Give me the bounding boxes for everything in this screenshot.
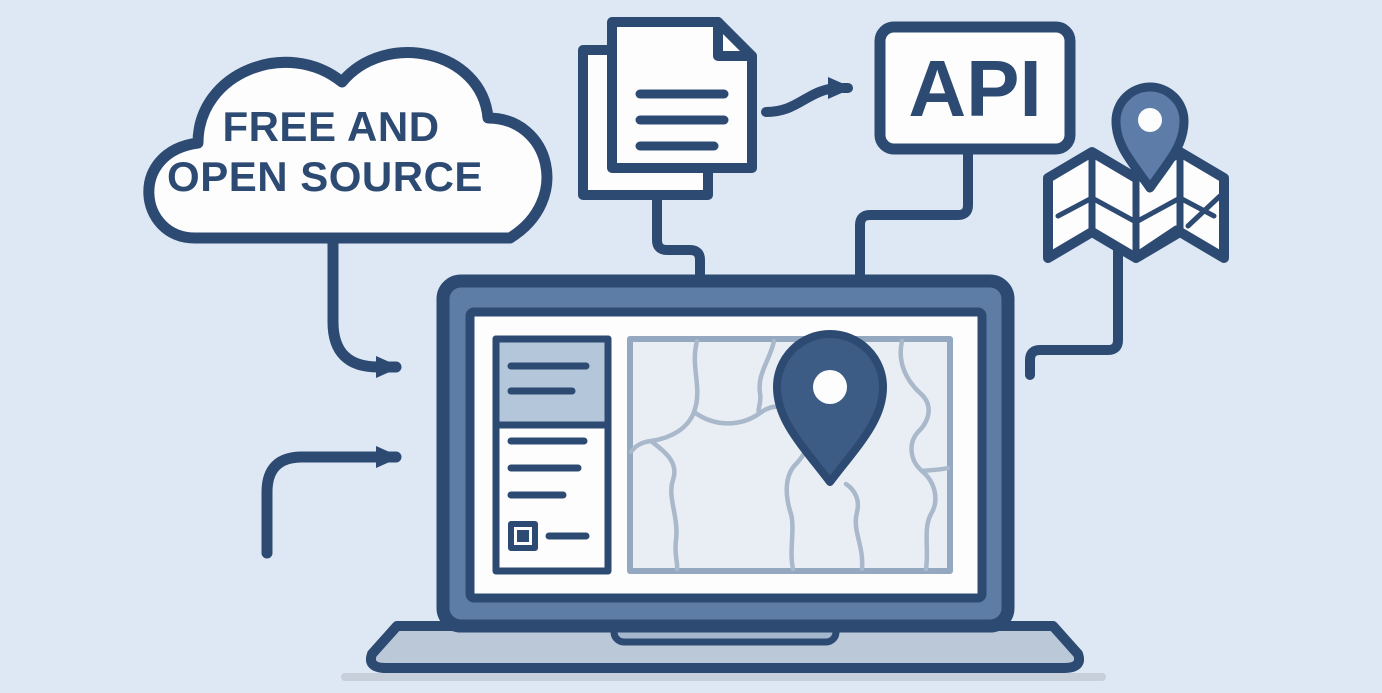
connector-api-to-laptop	[855, 140, 973, 295]
cloud-icon: FREE AND OPEN SOURCE	[143, 47, 553, 244]
api-box-frame	[874, 21, 1076, 155]
map-view	[627, 330, 953, 574]
arrow-documents-to-api	[761, 77, 853, 117]
cloud-caption-line1: FREE AND	[222, 103, 439, 150]
cloud-caption-line2: OPEN SOURCE	[167, 153, 483, 200]
arrow-cloud-to-laptop	[327, 230, 402, 378]
laptop-base	[366, 621, 1084, 673]
pin-shape	[1111, 82, 1189, 193]
pin-center-dot	[1138, 108, 1162, 132]
map-crease-line	[1137, 225, 1179, 255]
sidebar-header-block	[492, 335, 612, 429]
sidebar-checkbox-fill	[517, 530, 529, 542]
map-location-pin-icon	[773, 330, 887, 486]
map-road-line	[1055, 195, 1217, 225]
pin-center-dot	[813, 370, 847, 404]
location-pin-icon	[1111, 82, 1189, 193]
documents-icon	[578, 17, 757, 200]
folded-map-icon	[1043, 82, 1229, 263]
connector-map-to-laptop	[1025, 243, 1123, 380]
map-region-border	[919, 465, 951, 474]
pin-shape	[773, 330, 887, 486]
map-region-border	[898, 338, 938, 572]
connector-documents-to-laptop	[652, 185, 705, 295]
map-region-border	[628, 338, 700, 455]
app-sidebar	[492, 335, 612, 575]
api-label: API	[908, 44, 1041, 133]
laptop-icon	[341, 274, 1106, 681]
document-fold-corner	[713, 17, 757, 61]
map-region-border	[843, 481, 865, 572]
map-region-border	[756, 338, 777, 416]
api-box: API	[874, 21, 1076, 155]
map-crease-line	[1185, 193, 1223, 229]
arrow-left-to-laptop	[261, 446, 402, 559]
map-region-border	[648, 438, 680, 572]
cloud-shape	[143, 47, 553, 244]
